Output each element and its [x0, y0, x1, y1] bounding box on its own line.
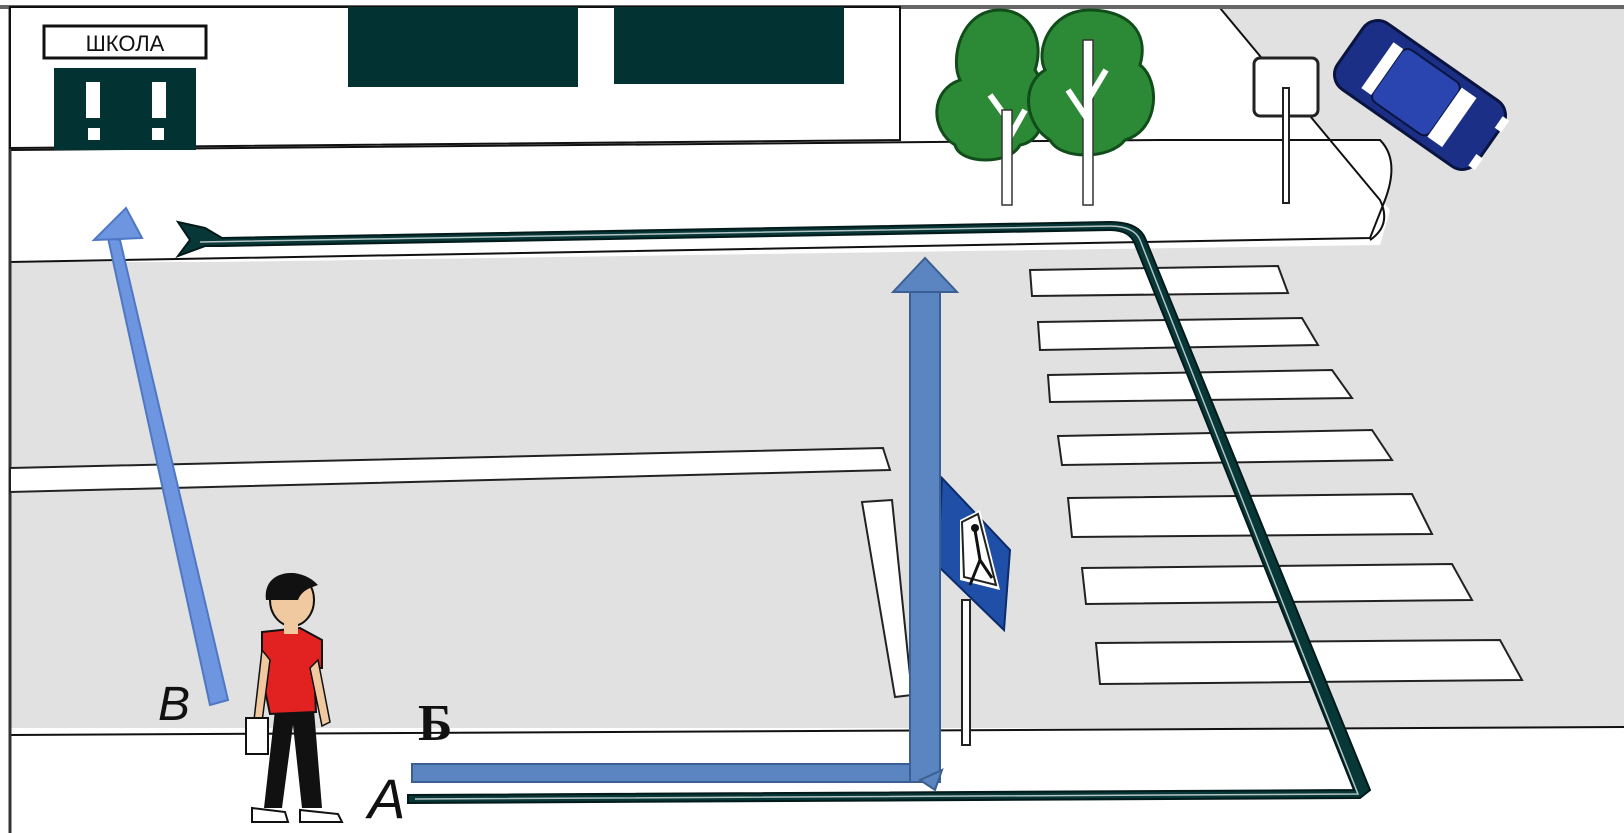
- route-label-a: А: [365, 767, 405, 830]
- door-panel-right: [152, 82, 166, 118]
- door-glass-left: [88, 128, 100, 140]
- door-panel-left: [86, 82, 100, 118]
- route-label-v: В: [158, 678, 190, 731]
- school-sign-text: ШКОЛА: [86, 31, 165, 56]
- door-glass-right: [152, 128, 164, 140]
- school-window-1: [348, 7, 578, 87]
- route-label-b: Б: [418, 695, 452, 752]
- school-window-2: [614, 7, 844, 84]
- school-door: [54, 68, 196, 150]
